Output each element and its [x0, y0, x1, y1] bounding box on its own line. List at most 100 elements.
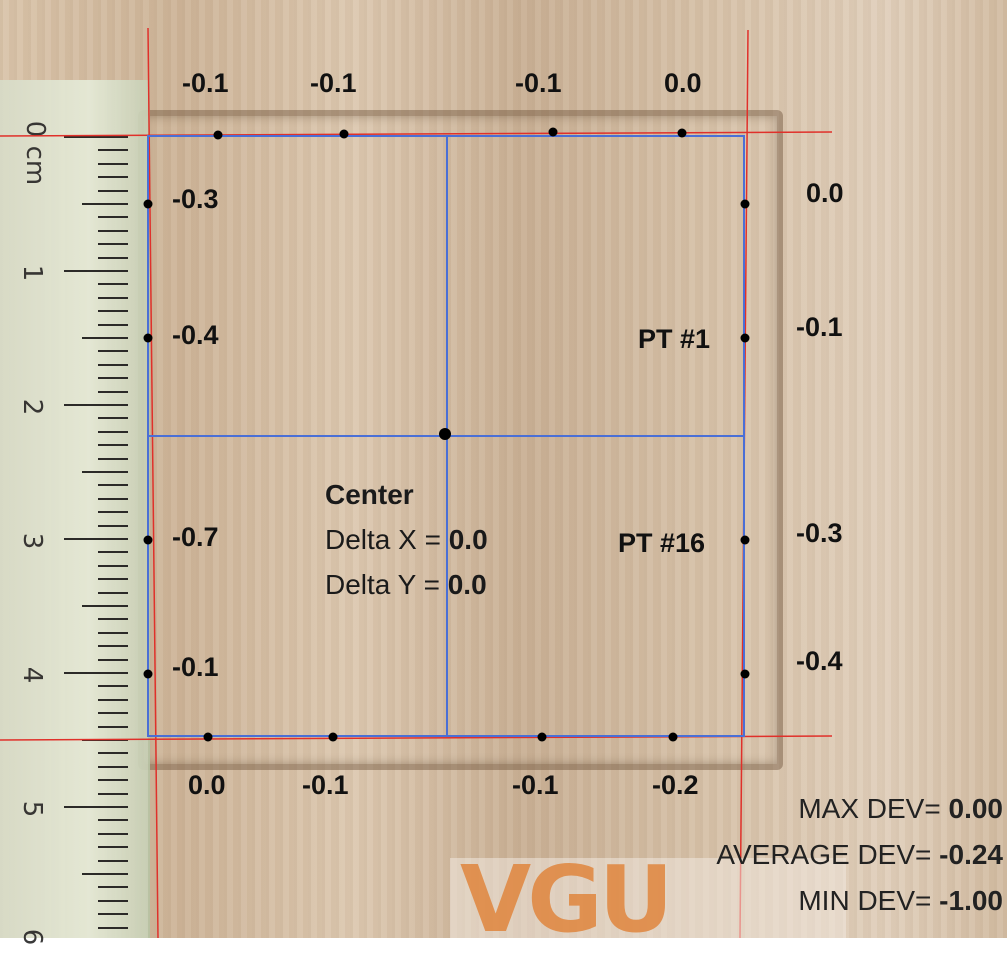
ruler-tick — [98, 591, 128, 594]
point-right-1 — [740, 199, 750, 209]
point-bottom-1 — [203, 732, 213, 742]
center-point — [439, 428, 451, 440]
ruler-tick — [98, 350, 128, 353]
ruler-tick — [98, 752, 128, 755]
point-bottom-4 — [668, 732, 678, 742]
top-deviation-label: -0.1 — [310, 68, 357, 98]
ruler-tick — [98, 256, 128, 259]
ruler-tick — [98, 899, 128, 902]
point-bottom-3 — [537, 732, 547, 742]
ruler-tick — [98, 524, 128, 527]
bottom-deviation-label: -0.2 — [652, 770, 699, 800]
point-top-4 — [677, 128, 687, 138]
ruler-tick — [98, 631, 128, 634]
ruler-tick — [98, 551, 128, 554]
deviation-stats: MAX DEV= 0.00 AVERAGE DEV= -0.24 MIN DEV… — [716, 786, 1003, 924]
avg-dev-value: -0.24 — [939, 839, 1003, 870]
point-top-2 — [339, 129, 349, 139]
point-right-4 — [740, 669, 750, 679]
right-deviation-label: -0.1 — [796, 312, 843, 342]
point-left-2 — [143, 333, 153, 343]
ruler-tick — [98, 417, 128, 420]
avg-dev-label: AVERAGE DEV= — [716, 839, 940, 870]
ruler-tick — [98, 229, 128, 232]
right-deviation-label: -0.4 — [796, 646, 843, 676]
max-dev-label: MAX DEV= — [798, 793, 949, 824]
ruler-tick — [98, 511, 128, 514]
point-top-1 — [213, 130, 223, 140]
ruler-tick — [98, 484, 128, 487]
bottom-deviation-label: -0.1 — [512, 770, 559, 800]
min-dev-value: -1.00 — [939, 885, 1003, 916]
ruler-tick — [64, 404, 128, 406]
ruler-tick — [98, 926, 128, 929]
ruler-tick — [82, 337, 128, 339]
ruler-tick — [98, 283, 128, 286]
center-info: Center Delta X = 0.0 Delta Y = 0.0 — [325, 472, 488, 607]
center-title: Center — [325, 479, 414, 510]
delta-x-value: 0.0 — [448, 524, 488, 555]
ruler-tick — [64, 270, 128, 272]
ruler-tick — [98, 310, 128, 313]
point-top-3 — [548, 127, 558, 137]
ruler-tick — [98, 243, 128, 246]
ruler-tick — [98, 444, 128, 447]
ruler-tick — [98, 886, 128, 889]
ruler-tick — [98, 913, 128, 916]
ruler-tick — [82, 605, 128, 607]
ruler-tick — [82, 203, 128, 205]
ruler-tick — [98, 162, 128, 165]
ruler-tick — [98, 564, 128, 567]
ruler-tick — [98, 859, 128, 862]
ruler-tick — [98, 363, 128, 366]
top-deviation-label: 0.0 — [664, 68, 702, 98]
ruler-tick — [98, 658, 128, 661]
point-right-2 — [740, 333, 750, 343]
ruler-tick — [98, 832, 128, 835]
bottom-deviation-label: 0.0 — [188, 770, 226, 800]
ruler-tick — [98, 323, 128, 326]
ruler-tick — [82, 471, 128, 473]
delta-x-label: Delta X = — [325, 524, 449, 555]
left-deviation-label: -0.4 — [172, 320, 219, 350]
left-deviation-label: -0.3 — [172, 184, 219, 214]
ruler-tick — [98, 725, 128, 728]
ruler-tick — [98, 390, 128, 393]
top-deviation-label: -0.1 — [515, 68, 562, 98]
reference-line-top — [0, 131, 833, 137]
ruler-tick — [98, 189, 128, 192]
ruler-tick — [98, 685, 128, 688]
ruler-tick — [98, 296, 128, 299]
point-left-4 — [143, 669, 153, 679]
ruler-tick — [82, 873, 128, 875]
ruler-tick — [98, 792, 128, 795]
ruler-tick — [98, 216, 128, 219]
reference-line-left — [147, 27, 159, 938]
ruler-tick — [98, 698, 128, 701]
ruler-tick — [98, 765, 128, 768]
point-bottom-2 — [328, 732, 338, 742]
ruler-tick — [98, 430, 128, 433]
ruler-tick — [98, 578, 128, 581]
top-deviation-label: -0.1 — [182, 68, 229, 98]
ruler-tick — [98, 149, 128, 152]
ruler-tick — [98, 712, 128, 715]
max-dev-value: 0.00 — [948, 793, 1004, 824]
ruler-tick — [98, 819, 128, 822]
ruler-tick — [98, 377, 128, 380]
right-deviation-label: 0.0 — [806, 178, 844, 208]
delta-y-value: 0.0 — [447, 569, 487, 600]
ruler-tick — [98, 618, 128, 621]
measure-points — [143, 127, 750, 742]
ruler-tick — [98, 779, 128, 782]
delta-y-label: Delta Y = — [325, 569, 448, 600]
min-dev-label: MIN DEV= — [798, 885, 940, 916]
ruler-tick — [98, 457, 128, 460]
watermark-logo: VGU — [460, 846, 673, 953]
point-label-pt1: PT #1 — [638, 324, 711, 354]
ruler-tick — [64, 136, 128, 138]
ruler-tick — [64, 672, 128, 674]
ruler-tick — [98, 846, 128, 849]
